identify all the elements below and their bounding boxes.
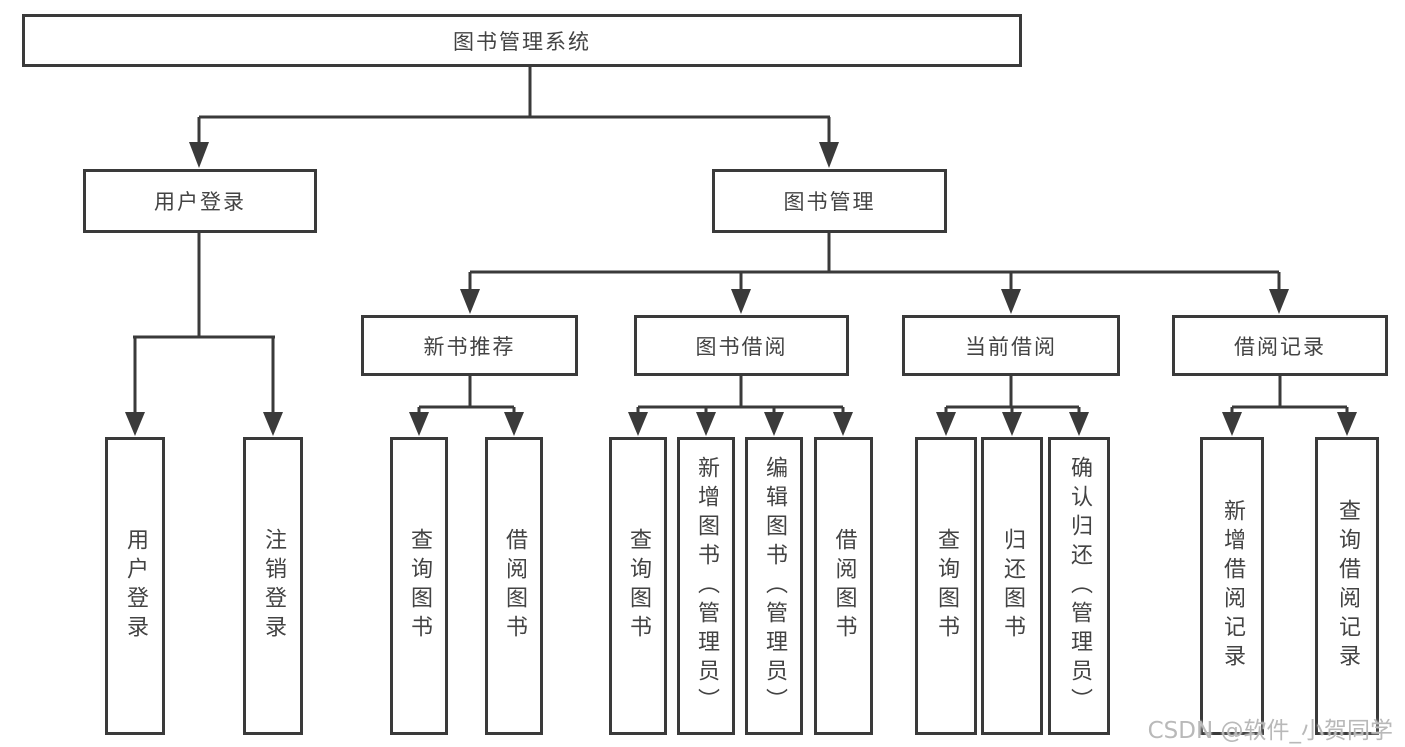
leaf-user-login: 用户登录 bbox=[105, 437, 165, 735]
leaf-edit-books-admin-label: 编辑图书（管理员） bbox=[762, 455, 787, 717]
leaf-logout-label: 注销登录 bbox=[261, 528, 286, 644]
node-user-login-label: 用户登录 bbox=[154, 190, 246, 214]
leaf-query-books-2-label: 查询图书 bbox=[626, 528, 651, 644]
leaf-return-books: 归还图书 bbox=[981, 437, 1043, 735]
leaf-borrow-books-1: 借阅图书 bbox=[485, 437, 543, 735]
leaf-query-books-3-label: 查询图书 bbox=[934, 528, 959, 644]
leaf-add-borrow-record: 新增借阅记录 bbox=[1200, 437, 1264, 735]
leaf-query-borrow-record: 查询借阅记录 bbox=[1315, 437, 1379, 735]
leaf-add-books-admin: 新增图书（管理员） bbox=[677, 437, 735, 735]
node-book-management: 图书管理 bbox=[712, 169, 947, 233]
leaf-borrow-books-2: 借阅图书 bbox=[814, 437, 873, 735]
leaf-return-books-label: 归还图书 bbox=[1000, 528, 1025, 644]
node-root: 图书管理系统 bbox=[22, 14, 1022, 67]
node-borrow-record: 借阅记录 bbox=[1172, 315, 1388, 376]
leaf-query-books-1: 查询图书 bbox=[390, 437, 448, 735]
node-current-borrow: 当前借阅 bbox=[902, 315, 1120, 376]
node-root-label: 图书管理系统 bbox=[453, 29, 591, 54]
node-book-management-label: 图书管理 bbox=[783, 190, 876, 214]
leaf-query-books-1-label: 查询图书 bbox=[407, 528, 432, 644]
leaf-logout: 注销登录 bbox=[243, 437, 303, 735]
leaf-edit-books-admin: 编辑图书（管理员） bbox=[745, 437, 803, 735]
leaf-query-borrow-record-label: 查询借阅记录 bbox=[1335, 499, 1360, 673]
node-book-borrow: 图书借阅 bbox=[634, 315, 849, 376]
leaf-add-books-admin-label: 新增图书（管理员） bbox=[694, 455, 719, 717]
node-new-book-recommend-label: 新书推荐 bbox=[423, 334, 516, 359]
leaf-borrow-books-2-label: 借阅图书 bbox=[831, 528, 857, 644]
leaf-confirm-return-admin: 确认归还（管理员） bbox=[1048, 437, 1110, 735]
csdn-watermark: CSDN @软件_小贺同学 bbox=[1147, 718, 1393, 744]
node-user-login: 用户登录 bbox=[83, 169, 317, 233]
node-book-borrow-label: 图书借阅 bbox=[695, 334, 788, 359]
leaf-query-books-3: 查询图书 bbox=[915, 437, 977, 735]
leaf-confirm-return-admin-label: 确认归还（管理员） bbox=[1067, 455, 1092, 717]
leaf-borrow-books-1-label: 借阅图书 bbox=[502, 528, 527, 644]
leaf-user-login-label: 用户登录 bbox=[123, 528, 148, 644]
leaf-add-borrow-record-label: 新增借阅记录 bbox=[1220, 499, 1245, 673]
node-current-borrow-label: 当前借阅 bbox=[965, 334, 1057, 359]
leaf-query-books-2: 查询图书 bbox=[609, 437, 667, 735]
node-new-book-recommend: 新书推荐 bbox=[361, 315, 578, 376]
node-borrow-record-label: 借阅记录 bbox=[1234, 334, 1326, 359]
